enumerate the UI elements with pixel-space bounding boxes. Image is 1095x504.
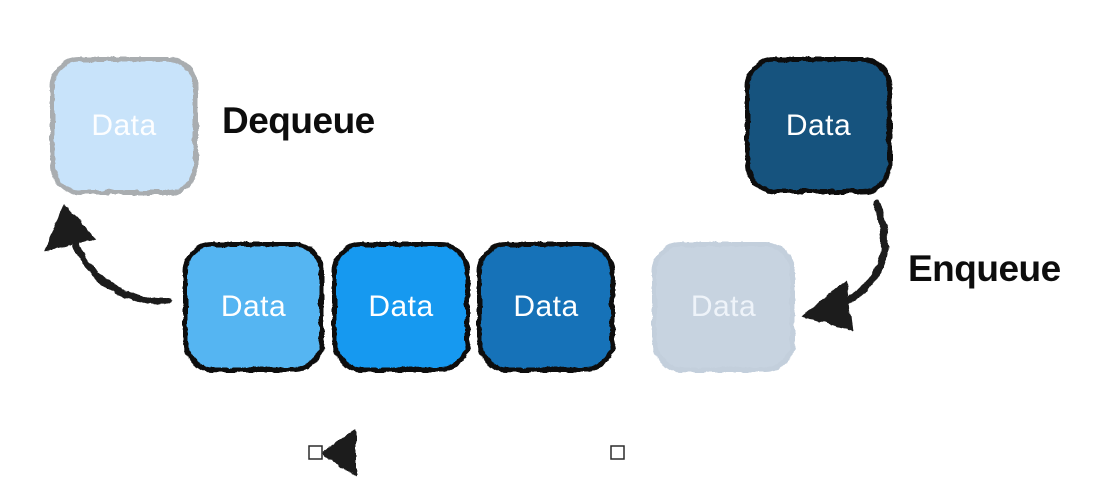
incoming-data-box-fill bbox=[745, 57, 892, 194]
selection-handle-right[interactable] bbox=[610, 445, 625, 460]
data-label: Data bbox=[690, 290, 757, 323]
queue-item-3-fill bbox=[477, 242, 615, 372]
dequeue-arrowhead-icon bbox=[44, 204, 96, 251]
queue-item-2-fill bbox=[332, 242, 470, 372]
dequeue-label: Dequeue bbox=[222, 100, 375, 141]
dequeued-data-box-fill bbox=[50, 57, 198, 195]
enqueue-label: Enqueue bbox=[908, 248, 1061, 289]
data-label: Data bbox=[368, 290, 434, 323]
dequeued-data-box: Data bbox=[50, 57, 198, 195]
data-label: Data bbox=[220, 290, 287, 323]
data-label: Data bbox=[91, 109, 157, 142]
dequeue-arrow-shaft bbox=[71, 236, 172, 305]
dequeue-arrow-icon bbox=[44, 204, 172, 305]
queue-item-1: Data bbox=[183, 242, 324, 372]
data-label: Data bbox=[785, 108, 852, 142]
direction-arrowhead-icon bbox=[321, 429, 356, 477]
enqueue-arrow-icon bbox=[802, 199, 889, 331]
queue-item-3: Data bbox=[477, 242, 615, 372]
data-label: Data bbox=[513, 290, 579, 323]
queue-item-4-fill bbox=[652, 242, 795, 372]
queue-item-1-fill bbox=[183, 242, 324, 372]
queue-item-4-ghost: Data bbox=[652, 242, 795, 372]
queue-direction-arrow-icon bbox=[308, 429, 625, 477]
incoming-data-box: Data bbox=[745, 57, 892, 194]
selection-handle-left[interactable] bbox=[308, 445, 323, 460]
queue-item-2: Data bbox=[332, 242, 470, 372]
enqueue-arrowhead-icon bbox=[802, 280, 853, 331]
enqueue-arrow-shaft bbox=[842, 199, 889, 306]
